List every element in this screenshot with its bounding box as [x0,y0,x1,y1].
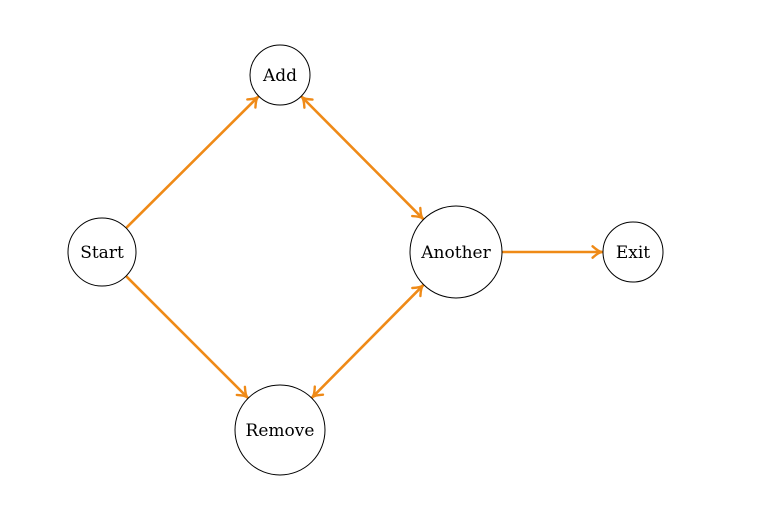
arrow-head-add [300,95,314,109]
arrow-head-remove [235,385,249,399]
edge-another-exit [501,245,604,259]
node-remove-label: Remove [246,421,315,441]
node-another: Another [409,205,503,299]
edge-line-start-remove [125,275,249,399]
node-add-circle [249,44,311,106]
node-add: Add [249,44,311,106]
edges-layer [125,95,604,399]
node-remove: Remove [234,384,326,476]
node-another-label: Another [420,243,491,263]
arrow-head-exit [591,245,604,259]
edge-remove-another [310,284,425,399]
edge-line-start-add [125,95,260,229]
arrow-head-add [246,95,260,109]
node-exit-circle [602,221,664,283]
edge-line-add-another [300,95,425,220]
node-remove-circle [234,384,326,476]
node-start: Start [67,217,137,287]
arrow-head-another [411,284,425,298]
edge-add-another [300,95,425,220]
edge-start-remove [125,275,249,399]
node-exit-label: Exit [616,243,650,263]
arrow-head-another [411,206,425,220]
node-exit: Exit [602,221,664,283]
edge-start-add [125,95,260,229]
arrow-head-remove [311,385,325,399]
node-add-label: Add [262,66,297,86]
node-start-label: Start [80,243,124,263]
node-another-circle [409,205,503,299]
node-start-circle [67,217,137,287]
edge-line-remove-another [310,284,425,399]
